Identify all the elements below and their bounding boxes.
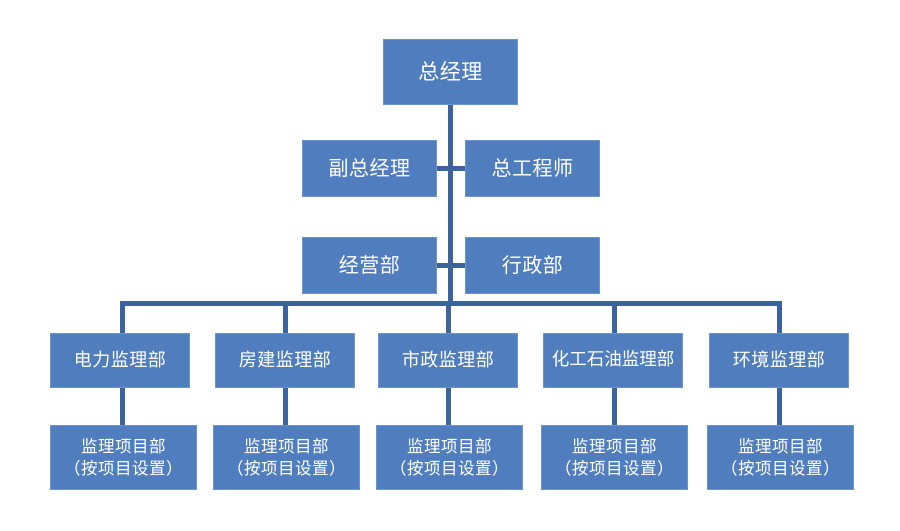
node-chief-engineer[interactable]: 总工程师 bbox=[465, 140, 600, 197]
node-label-line2: （按项目设置） bbox=[64, 458, 183, 478]
connector-dept-stub-5 bbox=[777, 301, 782, 333]
node-label: 副总经理 bbox=[328, 155, 411, 180]
connector-dept-stub-4 bbox=[612, 301, 617, 333]
node-label: 总工程师 bbox=[491, 155, 574, 180]
node-label-line1: 监理项目部 bbox=[407, 437, 492, 457]
node-administration-department[interactable]: 行政部 bbox=[465, 237, 600, 294]
node-project-office-3[interactable]: 监理项目部 （按项目设置） bbox=[376, 425, 523, 490]
node-project-office-2[interactable]: 监理项目部 （按项目设置） bbox=[213, 425, 360, 490]
node-label-line2: （按项目设置） bbox=[227, 458, 346, 478]
connector-department-bus bbox=[120, 301, 782, 306]
connector-trunk-main bbox=[448, 104, 453, 301]
node-label-line1: 监理项目部 bbox=[572, 437, 657, 457]
connector-dept-stub-3 bbox=[446, 301, 451, 333]
node-label-line1: 监理项目部 bbox=[81, 437, 166, 457]
node-project-office-5[interactable]: 监理项目部 （按项目设置） bbox=[707, 425, 854, 490]
connector-project-stub-2 bbox=[283, 388, 288, 425]
node-label: 房建监理部 bbox=[238, 349, 332, 371]
node-label-line2: （按项目设置） bbox=[721, 458, 840, 478]
connector-project-stub-3 bbox=[446, 388, 451, 425]
node-deputy-general-manager[interactable]: 副总经理 bbox=[302, 140, 437, 197]
node-label: 市政监理部 bbox=[401, 349, 495, 371]
connector-project-stub-4 bbox=[612, 388, 617, 425]
node-department-building[interactable]: 房建监理部 bbox=[215, 333, 355, 388]
connector-dept-stub-2 bbox=[283, 301, 288, 333]
node-label-line1: 监理项目部 bbox=[738, 437, 823, 457]
node-label: 电力监理部 bbox=[73, 349, 167, 371]
connector-level3-horizontal bbox=[433, 263, 475, 268]
node-department-environment[interactable]: 环境监理部 bbox=[709, 333, 849, 388]
node-department-power[interactable]: 电力监理部 bbox=[50, 333, 190, 388]
connector-dept-stub-1 bbox=[120, 301, 125, 333]
node-project-office-4[interactable]: 监理项目部 （按项目设置） bbox=[541, 425, 688, 490]
node-general-manager[interactable]: 总经理 bbox=[383, 39, 518, 105]
node-project-office-1[interactable]: 监理项目部 （按项目设置） bbox=[50, 425, 197, 490]
node-label: 经营部 bbox=[338, 252, 401, 277]
node-label: 行政部 bbox=[501, 252, 564, 277]
connector-project-stub-1 bbox=[120, 388, 125, 425]
node-label-line1: 监理项目部 bbox=[244, 437, 329, 457]
node-label: 环境监理部 bbox=[732, 349, 826, 371]
node-business-department[interactable]: 经营部 bbox=[302, 237, 437, 294]
node-department-chemical-petroleum[interactable]: 化工石油监理部 bbox=[543, 333, 683, 388]
node-label-line2: （按项目设置） bbox=[390, 458, 509, 478]
node-label: 总经理 bbox=[418, 59, 483, 84]
connector-project-stub-5 bbox=[777, 388, 782, 425]
node-label-line2: （按项目设置） bbox=[555, 458, 674, 478]
node-label: 化工石油监理部 bbox=[551, 350, 675, 371]
node-department-municipal[interactable]: 市政监理部 bbox=[378, 333, 518, 388]
connector-level2-horizontal bbox=[433, 166, 475, 171]
